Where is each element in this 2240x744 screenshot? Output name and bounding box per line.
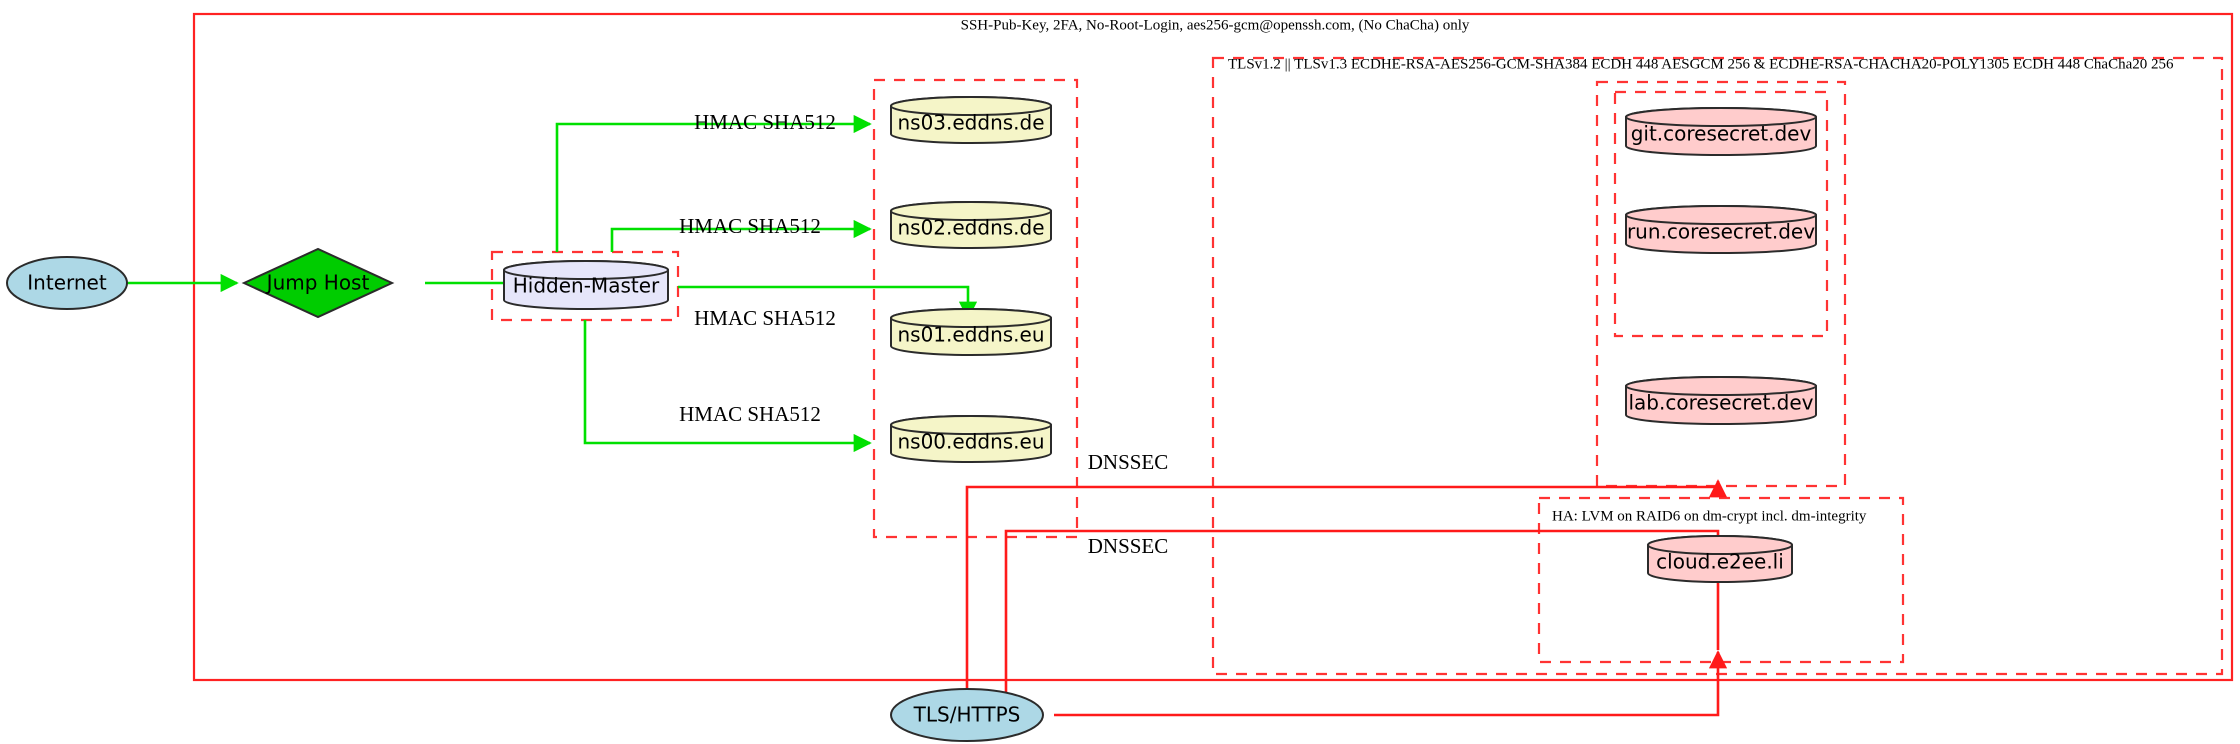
cloud-cylinder-top bbox=[1647, 535, 1793, 555]
ns00-label: ns00.eddns.eu bbox=[897, 430, 1044, 454]
node-jump-host[interactable]: Jump Host bbox=[241, 247, 395, 319]
edge-label-hmac-ns02: HMAC SHA512 bbox=[679, 214, 821, 238]
cloud-label: cloud.e2ee.li bbox=[1656, 550, 1784, 574]
node-run-coresecret[interactable]: run.coresecret.dev bbox=[1625, 205, 1817, 254]
node-cloud-e2ee[interactable]: cloud.e2ee.li bbox=[1647, 535, 1793, 583]
git-label: git.coresecret.dev bbox=[1631, 122, 1812, 146]
edge-label-dnssec-lower: DNSSEC bbox=[1088, 534, 1169, 558]
edge-master-to-ns01 bbox=[678, 285, 978, 320]
ns03-cylinder-top bbox=[890, 96, 1052, 116]
cluster-coresecret-outer-frame bbox=[1595, 80, 1847, 488]
node-tls-https[interactable]: TLS/HTTPS bbox=[890, 688, 1044, 742]
edge-tls-bottom-run bbox=[1054, 664, 1720, 717]
node-ns00[interactable]: ns00.eddns.eu bbox=[890, 415, 1052, 463]
cluster-nameservers-frame bbox=[872, 78, 1079, 539]
lab-label: lab.coresecret.dev bbox=[1628, 391, 1813, 415]
edge-label-hmac-ns01: HMAC SHA512 bbox=[694, 306, 836, 330]
tlshttps-ellipse bbox=[890, 688, 1044, 742]
ns03-label: ns03.eddns.de bbox=[897, 111, 1044, 135]
lab-cylinder-top bbox=[1625, 376, 1817, 396]
ns00-cylinder-top bbox=[890, 415, 1052, 435]
edge-tls-dnssec-lower bbox=[1004, 529, 1720, 715]
edge-master-to-ns02 bbox=[610, 219, 872, 252]
jumphost-label: Jump Host bbox=[265, 271, 370, 295]
internet-ellipse bbox=[6, 256, 128, 310]
node-ns03[interactable]: ns03.eddns.de bbox=[890, 96, 1052, 144]
internet-label: Internet bbox=[27, 271, 107, 295]
ns02-cylinder-top bbox=[890, 201, 1052, 221]
node-internet[interactable]: Internet bbox=[6, 256, 128, 310]
ns01-cylinder-top bbox=[890, 308, 1052, 328]
run-label: run.coresecret.dev bbox=[1627, 220, 1815, 244]
node-ns01[interactable]: ns01.eddns.eu bbox=[890, 308, 1052, 356]
edge-label-dnssec-upper: DNSSEC bbox=[1088, 450, 1169, 474]
jumphost-diamond bbox=[241, 247, 395, 319]
cluster-ha-label: HA: LVM on RAID6 on dm-crypt incl. dm-in… bbox=[1552, 508, 1867, 524]
cluster-ssh-label: SSH-Pub-Key, 2FA, No-Root-Login, aes256-… bbox=[961, 17, 1470, 33]
edge-master-to-ns03 bbox=[555, 114, 872, 252]
node-ns02[interactable]: ns02.eddns.de bbox=[890, 201, 1052, 249]
hiddenmaster-cylinder-top bbox=[503, 260, 669, 280]
ns02-label: ns02.eddns.de bbox=[897, 216, 1044, 240]
hiddenmaster-label: Hidden-Master bbox=[513, 274, 660, 298]
node-hidden-master[interactable]: Hidden-Master bbox=[503, 260, 669, 310]
cluster-ssh-frame bbox=[192, 12, 2234, 682]
git-cylinder-top bbox=[1625, 107, 1817, 127]
run-cylinder-top bbox=[1625, 205, 1817, 225]
cluster-tls-label: TLSv1.2 || TLSv1.3 ECDHE-RSA-AES256-GCM-… bbox=[1228, 56, 2174, 72]
node-lab-coresecret[interactable]: lab.coresecret.dev bbox=[1625, 376, 1817, 425]
edge-label-hmac-ns03: HMAC SHA512 bbox=[694, 110, 836, 134]
tlshttps-label: TLS/HTTPS bbox=[913, 703, 1021, 727]
ns01-label: ns01.eddns.eu bbox=[897, 323, 1044, 347]
cluster-coresecret-inner-frame bbox=[1613, 90, 1829, 338]
edge-label-hmac-ns00: HMAC SHA512 bbox=[679, 402, 821, 426]
node-git-coresecret[interactable]: git.coresecret.dev bbox=[1625, 107, 1817, 156]
edge-master-to-ns00 bbox=[583, 320, 872, 453]
edge-tls-dnssec-upper bbox=[965, 479, 1728, 715]
